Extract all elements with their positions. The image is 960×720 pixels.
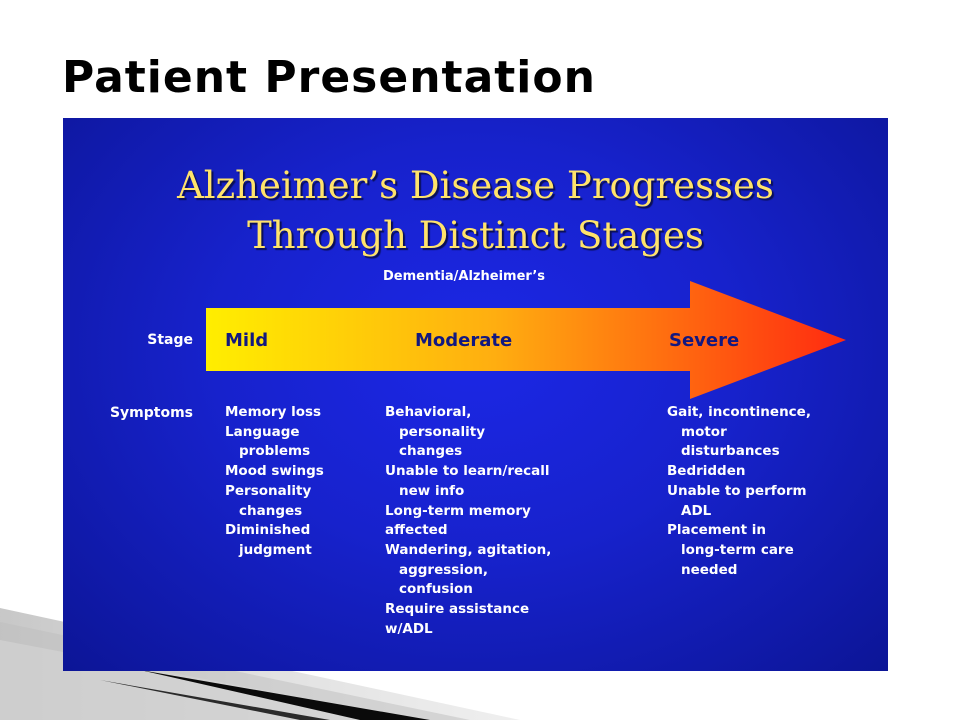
symptom-line: changes (399, 443, 463, 460)
figure-title-line1: Alzheimer’s Disease Progresses (177, 164, 774, 207)
arrow-shape (206, 281, 846, 399)
symptom-line: Placement in (667, 522, 767, 539)
progression-arrow (206, 281, 846, 399)
symptom-line: Mood swings (225, 463, 324, 480)
symptom-line: Memory loss (225, 404, 322, 420)
stage-mild: Mild (225, 330, 269, 351)
symptom-line: Unable to perform (667, 482, 807, 499)
figure-title-line2: Through Distinct Stages (247, 214, 704, 257)
slide-title: Patient Presentation (62, 52, 596, 103)
symptom-line: new info (399, 482, 465, 499)
symptom-line: Wandering, agitation, (385, 541, 552, 558)
stages-figure: Alzheimer’s Disease Progresses Through D… (63, 118, 888, 671)
symptom-line: Unable to learn/recall (385, 463, 550, 480)
symptom-line: Require assistance (385, 601, 530, 618)
symptom-line: affected (385, 522, 448, 539)
symptom-line: Gait, incontinence, (667, 404, 811, 420)
symptom-line: disturbances (681, 443, 780, 460)
symptom-line: Diminished (225, 522, 311, 539)
symptom-line: w/ADL (385, 620, 433, 637)
symptom-line: needed (681, 561, 738, 578)
arrow-caption: Dementia/Alzheimer’s (383, 269, 546, 284)
symptom-line: Bedridden (667, 463, 746, 480)
stage-moderate: Moderate (415, 330, 513, 351)
symptoms-row-label: Symptoms (109, 405, 193, 421)
symptom-line: ADL (681, 502, 712, 519)
symptom-line: aggression, (399, 561, 488, 578)
symptom-line: judgment (239, 541, 312, 558)
stage-severe: Severe (669, 330, 740, 351)
symptom-line: problems (239, 443, 311, 460)
symptom-line: changes (239, 502, 303, 519)
symptom-line: personality (399, 423, 486, 440)
symptom-line: Personality (225, 482, 312, 499)
symptom-line: long-term care (681, 541, 794, 558)
stage-row-label: Stage (147, 332, 193, 348)
symptom-line: Language (225, 423, 300, 440)
symptom-line: confusion (399, 581, 473, 598)
symptom-line: Behavioral, (385, 404, 472, 420)
symptom-line: Long-term memory (385, 502, 531, 519)
symptom-line: motor (681, 423, 727, 440)
